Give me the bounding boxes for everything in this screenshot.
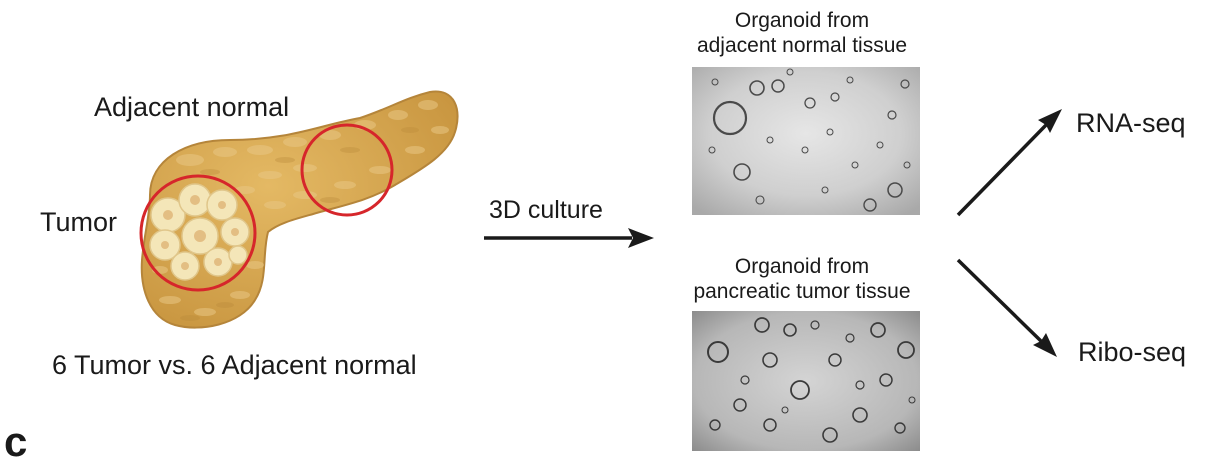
organoid — [855, 380, 865, 390]
organoid — [887, 182, 903, 198]
ribo-seq-label: Ribo-seq — [1078, 337, 1187, 367]
pancreas-shading — [180, 127, 419, 321]
organoid-tumor-micrograph — [692, 311, 920, 451]
pancreas-texture — [152, 100, 449, 316]
rna-seq-arrow — [956, 109, 1062, 217]
organoid — [826, 128, 834, 136]
organoid — [766, 136, 774, 144]
organoid — [894, 422, 906, 434]
tumor-cluster — [149, 183, 250, 281]
organoid — [810, 320, 820, 330]
organoid — [863, 198, 877, 212]
organoid — [781, 406, 789, 414]
ribo-seq-arrow — [956, 258, 1057, 357]
organoid — [755, 195, 765, 205]
organoid — [879, 373, 893, 387]
caption-line: Organoid from — [734, 9, 870, 32]
organoid — [711, 78, 719, 86]
organoid — [790, 380, 810, 400]
organoid — [786, 68, 794, 76]
adjacent-normal-circle — [300, 123, 394, 217]
organoid — [852, 407, 868, 423]
organoid — [851, 161, 859, 169]
organoid — [821, 186, 829, 194]
organoid — [870, 322, 886, 338]
organoid-tumor-caption: Organoid from pancreatic tumor tissue — [652, 254, 952, 304]
diagram-canvas — [139, 67, 1062, 451]
organoid — [749, 80, 765, 96]
organoid — [887, 110, 897, 120]
culture-arrow — [484, 228, 654, 248]
organoid — [830, 92, 840, 102]
culture-label: 3D culture — [489, 196, 603, 224]
organoid — [845, 333, 855, 343]
organoid — [712, 100, 748, 136]
organoid — [708, 146, 716, 154]
organoid — [733, 163, 751, 181]
rna-seq-label: RNA-seq — [1076, 108, 1186, 138]
organoid — [828, 353, 842, 367]
caption-line: pancreatic tumor tissue — [693, 280, 911, 303]
organoid — [908, 396, 916, 404]
organoid — [762, 352, 778, 368]
organoid — [903, 161, 911, 169]
organoid — [846, 76, 854, 84]
organoid — [897, 341, 915, 359]
tumor-label: Tumor — [40, 207, 118, 237]
adjacent-normal-label: Adjacent normal — [94, 92, 290, 122]
organoid — [900, 79, 910, 89]
organoid — [801, 146, 809, 154]
organoid — [804, 97, 816, 109]
panel-letter-partial: c — [4, 418, 28, 465]
organoid — [707, 341, 729, 363]
caption-line: Organoid from — [734, 255, 870, 278]
organoid — [763, 418, 777, 432]
organoid — [822, 427, 838, 443]
organoid — [754, 317, 770, 333]
organoid — [740, 375, 750, 385]
organoid — [783, 323, 797, 337]
comparison-label: 6 Tumor vs. 6 Adjacent normal — [52, 350, 417, 380]
caption-line: adjacent normal tissue — [696, 34, 908, 57]
organoid — [771, 79, 785, 93]
organoid — [733, 398, 747, 412]
organoid — [876, 141, 884, 149]
tumor-circle — [139, 174, 257, 292]
organoid-normal-caption: Organoid from adjacent normal tissue — [652, 8, 952, 58]
organoid-normal-micrograph — [692, 67, 920, 215]
organoid — [709, 419, 721, 431]
